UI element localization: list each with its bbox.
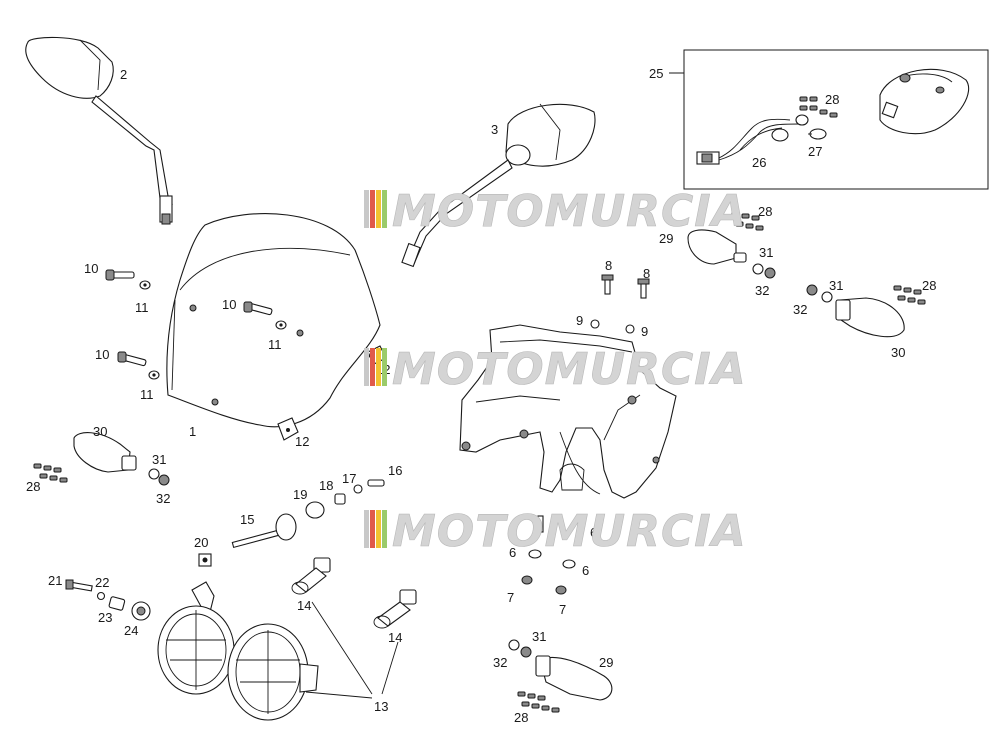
callout-32-right: 32 — [793, 302, 807, 317]
callout-6c: 6 — [590, 525, 597, 540]
callout-19: 19 — [293, 487, 307, 502]
callout-24: 24 — [124, 623, 138, 638]
callout-21: 21 — [48, 573, 62, 588]
kit-studs — [799, 96, 838, 118]
callout-11b: 11 — [268, 337, 282, 352]
callout-16: 16 — [388, 463, 402, 478]
callout-9b: 9 — [641, 324, 648, 339]
square-nut — [198, 553, 212, 567]
callout-31-bottom: 31 — [532, 629, 546, 644]
callout-31-left: 31 — [152, 452, 166, 467]
screw-set-low — [117, 351, 160, 380]
callout-25: 25 — [649, 66, 663, 81]
callout-28-right: 28 — [922, 278, 936, 293]
cowl-cover — [879, 68, 970, 135]
headlight-bracket — [459, 324, 677, 499]
blinker-upper-right — [687, 229, 776, 279]
callout-3: 3 — [491, 122, 498, 137]
callout-28-kit: 28 — [825, 92, 839, 107]
adjust-bolt — [231, 513, 297, 549]
studs-left — [33, 463, 68, 483]
callout-29-bottom: 29 — [599, 655, 613, 670]
mirror-left — [25, 36, 173, 225]
callout-7b: 7 — [559, 602, 566, 617]
callout-30-left: 30 — [93, 424, 107, 439]
callout-31-right: 31 — [829, 278, 843, 293]
callout-10b: 10 — [222, 297, 236, 312]
callout-8a: 8 — [605, 258, 612, 273]
studs-right — [893, 285, 926, 305]
watermark-text: MOTOMURCIA — [392, 344, 747, 395]
callout-29-top: 29 — [659, 231, 673, 246]
callout-10a: 10 — [84, 261, 98, 276]
callout-6a: 6 — [509, 545, 516, 560]
watermark-top: MOTOMURCIA — [364, 186, 747, 237]
callout-7a: 7 — [507, 590, 514, 605]
callout-1: 1 — [189, 424, 196, 439]
blinker-right — [806, 284, 905, 338]
bracket-nuts — [590, 319, 635, 334]
callout-27: 27 — [808, 144, 822, 159]
bulb-left — [291, 557, 331, 595]
callout-30-right: 30 — [891, 345, 905, 360]
callout-17: 17 — [342, 471, 356, 486]
lower-washers-nuts — [521, 515, 576, 595]
callout-26: 26 — [752, 155, 766, 170]
bulb-small — [808, 128, 827, 140]
studs-lower — [517, 691, 560, 713]
bulb-right — [373, 589, 417, 629]
mirror-right — [401, 103, 596, 268]
callout-15: 15 — [240, 512, 254, 527]
twin-headlights — [157, 581, 319, 721]
callout-11c: 11 — [140, 387, 154, 402]
wiring-harness — [696, 114, 809, 165]
callout-11a: 11 — [135, 300, 149, 315]
callout-28-left: 28 — [26, 479, 40, 494]
callout-18: 18 — [319, 478, 333, 493]
callout-32-left: 32 — [156, 491, 170, 506]
watermark-bottom: MOTOMURCIA — [364, 506, 747, 557]
callout-32-bottom: 32 — [493, 655, 507, 670]
clip-nut-a — [277, 417, 299, 441]
callout-2: 2 — [120, 67, 127, 82]
callout-23: 23 — [98, 610, 112, 625]
callout-31-top: 31 — [759, 245, 773, 260]
callout-9a: 9 — [576, 313, 583, 328]
screw-set-top — [105, 269, 151, 290]
studs-upper-right — [731, 211, 764, 231]
callout-8b: 8 — [643, 266, 650, 281]
blinker-left — [73, 432, 170, 486]
callout-32-top: 32 — [755, 283, 769, 298]
watermark-middle: MOTOMURCIA — [364, 344, 747, 395]
callout-28-bottom: 28 — [514, 710, 528, 725]
callout-22: 22 — [95, 575, 109, 590]
screw-set-mid — [243, 301, 287, 330]
callout-14a: 14 — [297, 598, 311, 613]
callout-28-top: 28 — [758, 204, 772, 219]
watermark-text: MOTOMURCIA — [392, 186, 747, 237]
windshield — [166, 213, 381, 428]
callout-10c: 10 — [95, 347, 109, 362]
blinker-lower — [508, 639, 613, 701]
kit-box: 25 — [649, 49, 989, 190]
callout-13: 13 — [374, 699, 388, 714]
headlight-mount-hardware — [65, 579, 151, 621]
callout-14b: 14 — [388, 630, 402, 645]
callout-12a: 12 — [295, 434, 309, 449]
callout-6b: 6 — [582, 563, 589, 578]
bracket-screws — [601, 274, 650, 299]
spacer-bushes — [305, 479, 385, 519]
watermark-text: MOTOMURCIA — [392, 506, 747, 557]
leader-13 — [305, 601, 399, 699]
callout-20: 20 — [194, 535, 208, 550]
